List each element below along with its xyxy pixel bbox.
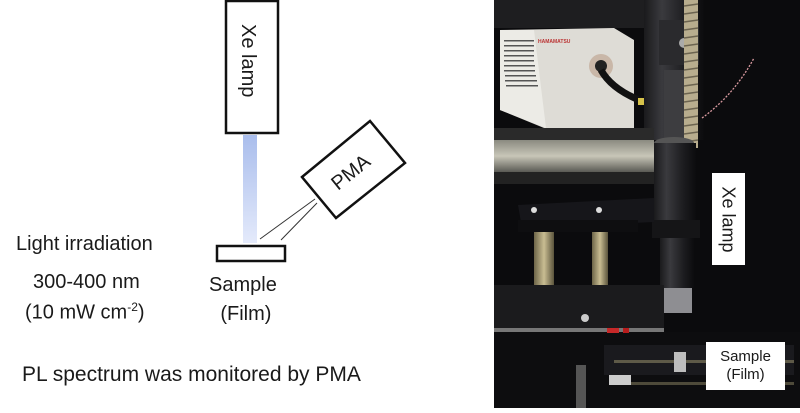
hamamatsu-unit: HAMAMATSU bbox=[500, 28, 648, 128]
sample-film bbox=[215, 244, 287, 263]
xe-lamp-box bbox=[224, 0, 280, 135]
sample-label-line1: Sample bbox=[209, 274, 277, 296]
xe-lamp-label: Xe lamp bbox=[237, 24, 259, 97]
photo-sample-label: Sample (Film) bbox=[706, 342, 785, 390]
setup-photo: HAMAMATSU bbox=[494, 0, 800, 408]
sample-label: Sample (Film) bbox=[209, 271, 277, 329]
intensity-prefix: (10 mW cm bbox=[25, 301, 128, 324]
detection-line bbox=[280, 202, 318, 241]
intensity-exponent: -2 bbox=[127, 300, 138, 314]
intensity-suffix: ) bbox=[137, 301, 145, 324]
light-beam bbox=[243, 135, 257, 243]
pma-box bbox=[300, 119, 407, 220]
xe-lamp-housing bbox=[652, 137, 700, 313]
photo-sample-line2: (Film) bbox=[726, 366, 765, 383]
caption: PL spectrum was monitored by PMA bbox=[22, 363, 361, 386]
detection-line bbox=[259, 198, 316, 240]
intensity: (10 mW cm-2) bbox=[25, 300, 145, 325]
photo-xe-lamp-text: Xe lamp bbox=[719, 185, 740, 253]
wavelength-range: 300-400 nm bbox=[33, 271, 140, 293]
sample-label-line2: (Film) bbox=[220, 303, 272, 325]
spring-cable bbox=[683, 0, 699, 148]
photo-xe-lamp-label: Xe lamp bbox=[712, 173, 745, 265]
instrument-brand: HAMAMATSU bbox=[538, 39, 571, 45]
light-irradiation-label: Light irradiation bbox=[16, 233, 153, 255]
schematic-drawing: Xe lamp PMA bbox=[215, 0, 407, 263]
photo-sample-line1: Sample bbox=[720, 348, 771, 365]
setup-schematic: Xe lamp PMA Light irradiation 300-400 nm… bbox=[16, 0, 407, 386]
